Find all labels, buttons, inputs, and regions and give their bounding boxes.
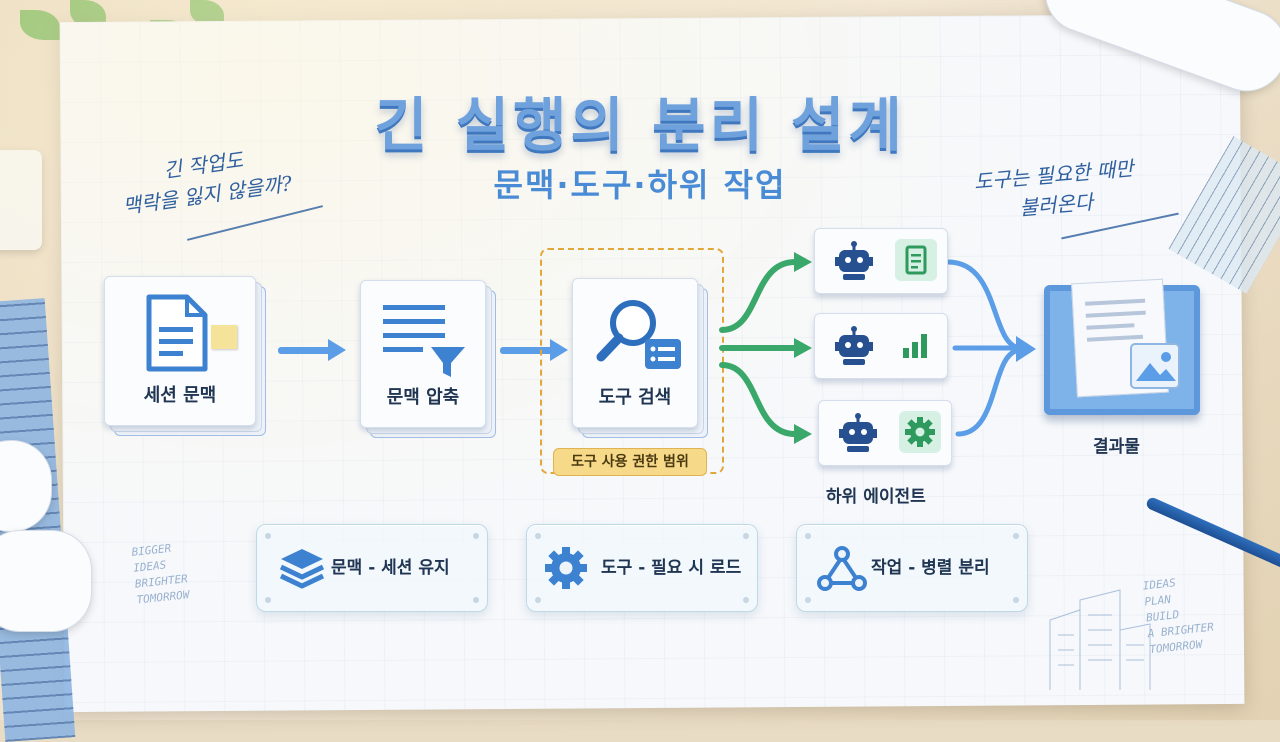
principle-tasks-label: 작업 - 병렬 분리: [871, 558, 990, 578]
page-subtitle: 문맥·도구·하위 작업: [493, 166, 787, 204]
robot-icon: [839, 413, 877, 452]
tool-search-card: 도구 검색: [572, 278, 698, 428]
paper-roll: [0, 440, 52, 532]
bar-chart-icon: [903, 334, 927, 358]
sub-agent-card-3: [818, 400, 952, 466]
context-compression-card: 문맥 압축: [360, 280, 486, 428]
tool-search-label: 도구 검색: [598, 387, 672, 408]
filter-list-icon: [383, 305, 465, 377]
principle-context-label: 문맥 - 세션 유지: [331, 558, 450, 578]
flow-arrow-1: [278, 339, 346, 361]
list-icon: [645, 339, 681, 369]
gear-icon: [545, 547, 587, 589]
image-icon: [1130, 343, 1180, 389]
result-tray: [1044, 278, 1200, 415]
robot-icon: [835, 326, 873, 365]
sub-agent-card-1: [814, 228, 948, 294]
principle-tools: 도구 - 필요 시 로드: [526, 524, 758, 612]
sub-agent-tile-2: [895, 324, 937, 366]
robot-icon: [835, 241, 873, 280]
layers-icon: [279, 549, 325, 589]
document-icon: [905, 245, 927, 275]
principle-tasks: 작업 - 병렬 분리: [796, 524, 1028, 612]
document-icon: [146, 294, 208, 372]
context-compression-label: 문맥 압축: [386, 387, 460, 408]
session-context-label: 세션 문맥: [143, 385, 217, 406]
session-context-card: 세션 문맥: [104, 276, 256, 426]
sub-agents-label: 하위 에이전트: [826, 487, 926, 507]
principle-context: 문맥 - 세션 유지: [256, 524, 488, 612]
flow-arrow-2: [500, 339, 568, 361]
principle-tools-label: 도구 - 필요 시 로드: [601, 558, 742, 578]
gear-icon: [905, 417, 935, 447]
sticky-note-icon: [211, 325, 237, 349]
sub-agent-tile-3: [899, 411, 941, 453]
result-label: 결과물: [1093, 437, 1140, 457]
sub-agent-tile-1: [895, 239, 937, 281]
paper-roll: [0, 530, 92, 632]
tool-scope-badge: 도구 사용 권한 범위: [553, 448, 707, 476]
page-title: 긴 실행의 분리 설계: [374, 91, 906, 159]
building-sketch: [1049, 589, 1151, 690]
sub-agent-card-2: [814, 313, 948, 379]
branch-icon: [817, 546, 867, 591]
search-icon: [596, 300, 656, 362]
